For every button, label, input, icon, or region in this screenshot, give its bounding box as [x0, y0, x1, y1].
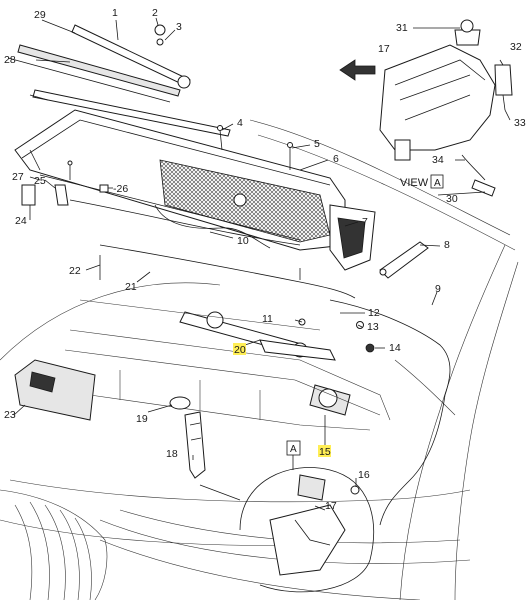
callout-20-highlight — [233, 343, 246, 355]
wiper-linkage — [179, 311, 336, 361]
callout-13: 13 — [367, 321, 379, 333]
air-inlet-filter — [14, 359, 96, 421]
callout-15-highlight — [318, 445, 331, 457]
view-label-text: VIEW — [400, 177, 429, 189]
callout-3: 3 — [176, 21, 182, 33]
hood-bracket — [379, 241, 429, 279]
callout-1: 1 — [112, 7, 118, 19]
reservoir-connector — [461, 154, 496, 197]
callout-19: 19 — [136, 413, 148, 425]
callout-8: 8 — [444, 239, 450, 251]
callout-20: 20 — [234, 344, 246, 356]
callout-22: 22 — [69, 265, 81, 277]
callout-30: 30 — [446, 193, 458, 205]
callout-5: 5 — [314, 138, 320, 150]
callout-17-reservoir: 17 — [378, 43, 390, 55]
washer-hoses — [69, 199, 451, 526]
callout-labels: 1 2 3 4 5 6 7 8 9 10 11 12 13 14 15 16 1… — [4, 7, 526, 512]
lower-wiper-arm — [29, 89, 231, 137]
callout-29: 29 — [34, 9, 46, 21]
wiper-blade — [7, 44, 181, 103]
washer-pump — [184, 411, 206, 479]
callout-33: 33 — [514, 117, 526, 129]
washer-reservoir — [379, 19, 513, 161]
cowl-side-bracket — [329, 204, 376, 271]
view-letter: A — [434, 178, 441, 189]
wiper-arm — [71, 24, 191, 89]
view-letter-box — [430, 174, 444, 189]
fasteners — [21, 24, 375, 495]
callout-11: 11 — [262, 313, 273, 325]
detail-marker: A — [286, 440, 301, 470]
callout-4: 4 — [237, 117, 243, 129]
callout-27: 27 — [12, 171, 24, 183]
callout-9: 9 — [435, 283, 441, 295]
callout-24: 24 — [15, 215, 27, 227]
callout-7: 7 — [362, 216, 368, 228]
callout-25: 25 — [34, 175, 46, 187]
detail-view-circle — [199, 467, 374, 593]
callout-32: 32 — [510, 41, 522, 53]
cowl-panel — [14, 109, 346, 251]
leader-lines — [13, 17, 511, 511]
front-direction-arrow-icon — [339, 59, 376, 81]
callout-10: 10 — [237, 235, 249, 247]
detail-marker-letter: A — [290, 444, 297, 455]
callout-2: 2 — [152, 7, 158, 19]
callout-17-detail: 17 — [325, 500, 337, 512]
callout-16: 16 — [358, 469, 370, 481]
plenum-structure — [64, 299, 391, 431]
callout-15: 15 — [319, 446, 331, 458]
callout-31: 31 — [396, 22, 408, 34]
callout-18: 18 — [166, 448, 178, 460]
pump-seal — [169, 396, 191, 410]
callout-26: -26 — [113, 183, 128, 195]
wiper-motor — [309, 384, 351, 416]
callout-12: 12 — [368, 307, 380, 319]
view-a-label: VIEW A — [400, 174, 444, 189]
callout-6: 6 — [333, 153, 339, 165]
callout-34: 34 — [432, 154, 444, 166]
callout-14: 14 — [389, 342, 401, 354]
callout-21: 21 — [125, 281, 137, 293]
callout-28: 28 — [4, 54, 16, 66]
callout-23: 23 — [4, 409, 16, 421]
detail-marker-box — [286, 440, 301, 456]
